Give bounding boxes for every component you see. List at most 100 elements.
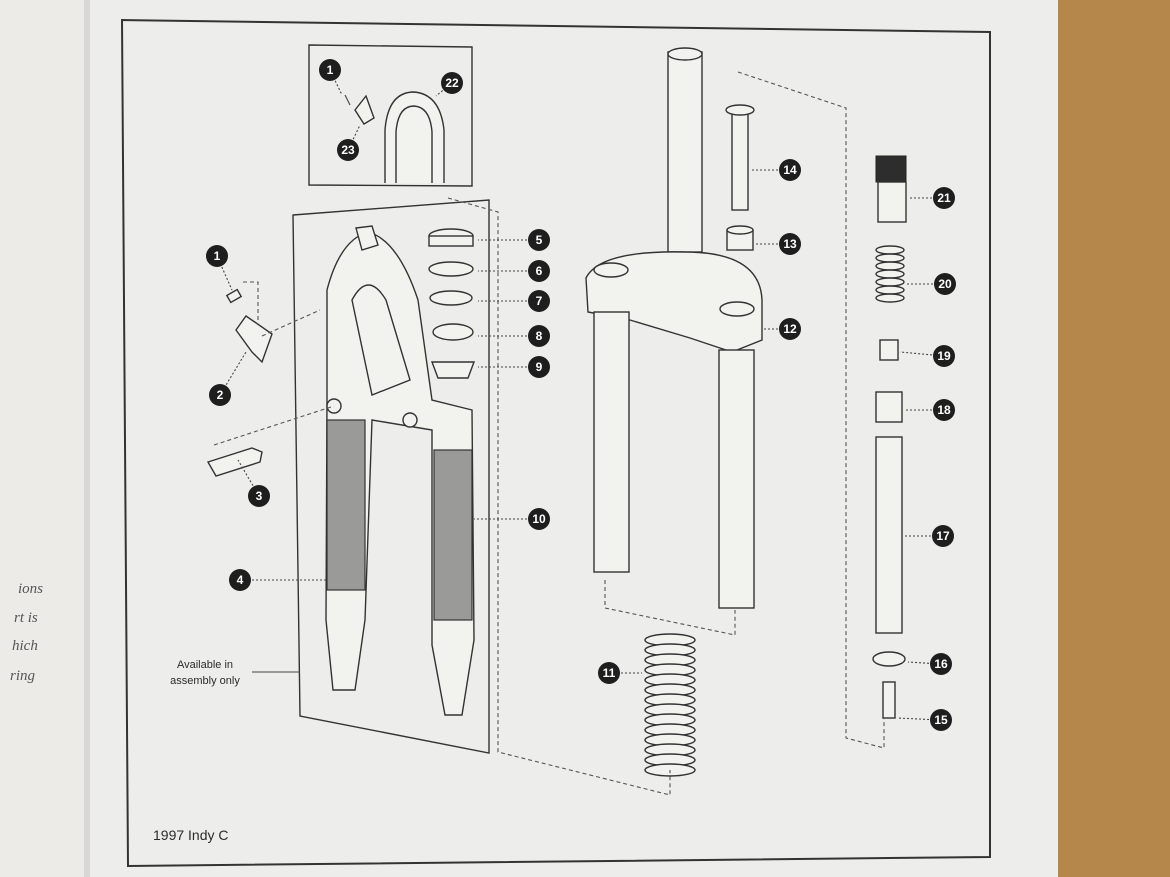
callout-number: 16 <box>934 657 948 671</box>
callout-badge <box>206 245 228 267</box>
callout-badge <box>779 233 801 255</box>
spring-coil <box>875 277 905 287</box>
cable-guide <box>235 315 273 364</box>
cartridge-column <box>872 155 907 719</box>
callout-18: 18 <box>933 399 955 421</box>
spring-coil <box>875 261 905 271</box>
callout-15: 15 <box>930 709 952 731</box>
seal-stack <box>428 228 476 379</box>
tube-to-spring-leader <box>604 580 736 636</box>
callout-leader <box>899 351 945 357</box>
left-page-fragment: rt is <box>14 610 38 626</box>
left-page-fragment: ring <box>10 668 36 684</box>
callout-16: 16 <box>930 653 952 675</box>
callout-number: 1 <box>327 63 334 77</box>
callout-badge <box>528 260 550 282</box>
callout-13: 13 <box>779 233 801 255</box>
spring-coil <box>875 285 905 295</box>
callout-1: 1 <box>319 59 341 81</box>
callout-number: 11 <box>603 666 616 680</box>
callout-badge <box>441 72 463 94</box>
inset-crown-detail <box>344 91 445 183</box>
cartridge-leader <box>737 71 885 749</box>
part-leaders <box>213 281 335 446</box>
callout-6: 6 <box>528 260 550 282</box>
callout-number: 17 <box>936 529 950 543</box>
callout-number: 5 <box>536 233 543 247</box>
callout-23: 23 <box>337 139 359 161</box>
callout-12: 12 <box>779 318 801 340</box>
callout-7: 7 <box>528 290 550 312</box>
callout-badge <box>930 709 952 731</box>
crown-steerer-assembly <box>585 47 763 609</box>
callout-20: 20 <box>934 273 956 295</box>
callout-number: 10 <box>532 512 546 526</box>
callout-badge <box>933 345 955 367</box>
callout-number: 14 <box>783 163 797 177</box>
callout-leader <box>435 82 453 97</box>
page-gutter <box>84 0 92 877</box>
callout-number: 7 <box>536 294 543 308</box>
callout-1: 1 <box>206 245 228 267</box>
callout-badge <box>528 229 550 251</box>
callout-number: 23 <box>341 143 355 157</box>
callout-badge <box>934 273 956 295</box>
callout-11: 11 <box>598 662 620 684</box>
top-cap <box>725 104 755 211</box>
callout-19: 19 <box>933 345 955 367</box>
callout-10: 10 <box>528 508 550 530</box>
callout-number: 2 <box>217 388 224 402</box>
callout-number: 13 <box>783 237 797 251</box>
callout-leader <box>237 459 260 497</box>
callout-3: 3 <box>248 485 270 507</box>
callout-badge <box>229 569 251 591</box>
callout-number: 9 <box>536 360 543 374</box>
stack-leader <box>447 197 671 796</box>
spring-coil <box>875 245 905 255</box>
lower-leg-assembly <box>325 225 475 716</box>
diagram-frame <box>120 18 991 868</box>
callout-number: 21 <box>937 191 951 205</box>
callout-number: 4 <box>237 573 244 587</box>
adjuster-nut <box>726 225 754 251</box>
assembly-note-line2: assembly only <box>170 675 240 687</box>
callout-badge <box>933 187 955 209</box>
callout-badge <box>528 508 550 530</box>
main-spring <box>644 633 696 777</box>
callout-badge <box>933 399 955 421</box>
callout-badge <box>528 325 550 347</box>
inset-box <box>308 44 473 187</box>
callout-8: 8 <box>528 325 550 347</box>
spring-coil <box>875 269 905 279</box>
left-page-fragment: hich <box>12 638 38 654</box>
callout-number: 1 <box>214 249 221 263</box>
callout-9: 9 <box>528 356 550 378</box>
assembly-box <box>292 199 490 754</box>
callout-number: 22 <box>445 76 459 90</box>
callout-badge <box>528 290 550 312</box>
callout-number: 3 <box>256 489 263 503</box>
callout-badge <box>528 356 550 378</box>
callout-2: 2 <box>209 384 231 406</box>
left-page-fragment: ions <box>18 581 43 597</box>
callout-number: 6 <box>536 264 543 278</box>
callout-badge <box>248 485 270 507</box>
callout-number: 12 <box>783 322 797 336</box>
callout-22: 22 <box>441 72 463 94</box>
callout-number: 15 <box>934 713 948 727</box>
model-label: 1997 Indy C <box>153 827 229 843</box>
brake-post <box>206 447 263 477</box>
left-page <box>0 0 90 877</box>
spring-coil <box>875 253 905 263</box>
callout-21: 21 <box>933 187 955 209</box>
callout-number: 8 <box>536 329 543 343</box>
callout-badge <box>932 525 954 547</box>
callout-badge <box>779 159 801 181</box>
callout-leader <box>896 717 942 721</box>
callout-5: 5 <box>528 229 550 251</box>
spring-coil <box>875 293 905 303</box>
callout-14: 14 <box>779 159 801 181</box>
callout-number: 19 <box>937 349 951 363</box>
callout-4: 4 <box>229 569 251 591</box>
